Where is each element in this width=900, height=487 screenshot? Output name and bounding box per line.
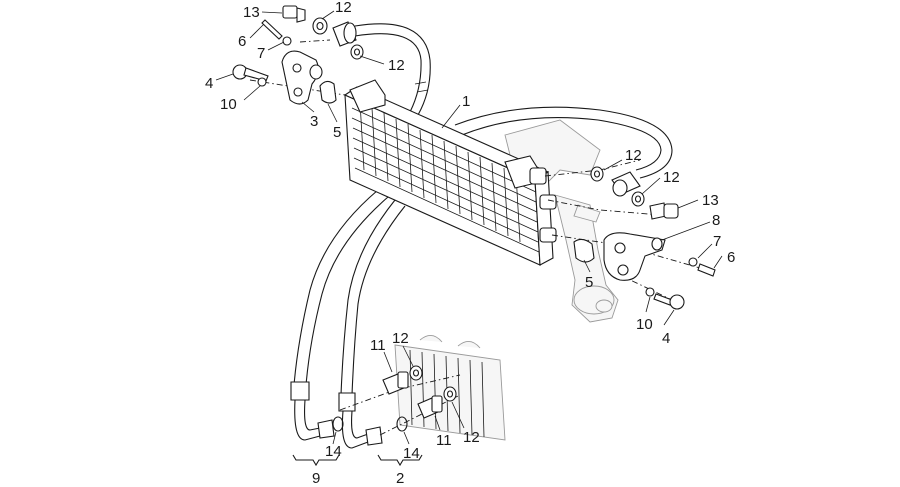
- callout-9: 9: [312, 470, 320, 487]
- callout-5-top: 5: [333, 124, 341, 141]
- o-ring-14-right: [396, 416, 408, 432]
- callout-3: 3: [310, 113, 318, 130]
- callout-13-right: 13: [702, 192, 719, 209]
- callout-4-right: 4: [662, 330, 670, 347]
- callout-8: 8: [712, 212, 720, 229]
- callout-6-top: 6: [238, 33, 246, 50]
- callout-7-right: 7: [713, 233, 721, 250]
- union-11-upper: [382, 371, 409, 395]
- callout-2: 2: [396, 470, 404, 487]
- callout-1: 1: [462, 93, 470, 110]
- callout-13-top: 13: [243, 4, 260, 21]
- washer-12-right-b: [631, 191, 645, 207]
- callout-labels: 13 12 6 7 12 4 10 3 5 1 12 12 13 8 7 6 5…: [205, 0, 735, 487]
- callout-4-top: 4: [205, 75, 213, 92]
- banjo-bolt-13-top: [282, 5, 306, 23]
- bolt-4-right: [653, 293, 685, 310]
- right-hose: [454, 106, 673, 179]
- screw-6-top: [261, 19, 283, 40]
- callout-11-lower: 11: [436, 432, 452, 449]
- screw-6-right: [697, 263, 716, 277]
- hose-fitting-top: [332, 21, 357, 47]
- callout-12-right-a: 12: [625, 147, 642, 164]
- bracket-3: [281, 50, 323, 105]
- lower-hose-right: [338, 199, 406, 449]
- hose-fitting-right: [611, 171, 641, 197]
- callout-12-lower-b: 12: [463, 429, 480, 446]
- callout-7-top: 7: [257, 45, 265, 62]
- callout-12-mid: 12: [388, 57, 405, 74]
- washer-12-top: [312, 17, 328, 35]
- callout-11-upper: 11: [370, 337, 386, 354]
- callout-12-lower-a: 12: [392, 330, 409, 347]
- brace-2: [377, 454, 423, 467]
- washer-12-right-a: [590, 166, 604, 182]
- brace-9: [292, 454, 340, 467]
- leader-lines: [215, 10, 723, 445]
- callout-6-right: 6: [727, 249, 735, 266]
- upper-hose: [354, 23, 431, 116]
- callout-10-right: 10: [636, 316, 653, 333]
- callout-12-right-b: 12: [663, 169, 680, 186]
- grommet-5-right: [573, 238, 595, 263]
- washer-10-top: [257, 77, 267, 87]
- callout-12-top: 12: [335, 0, 352, 16]
- callout-10-top: 10: [220, 96, 237, 113]
- washer-12-lower-b: [443, 386, 457, 402]
- callout-14-right: 14: [403, 445, 420, 462]
- banjo-bolt-13-right: [649, 202, 679, 220]
- washer-7-top: [282, 36, 292, 46]
- callout-5-right: 5: [585, 274, 593, 291]
- washer-12-mid: [350, 44, 364, 60]
- washer-7-right: [688, 257, 698, 267]
- grommet-5-top: [319, 80, 337, 104]
- washer-10-right: [645, 287, 655, 297]
- bracket-8: [603, 232, 666, 281]
- lower-hose-left: [290, 189, 389, 441]
- union-11-lower: [417, 395, 443, 419]
- callout-14-left: 14: [325, 443, 342, 460]
- o-ring-14-left: [332, 416, 344, 432]
- washer-12-lower-a: [409, 365, 423, 381]
- oil-cooler: [343, 79, 557, 266]
